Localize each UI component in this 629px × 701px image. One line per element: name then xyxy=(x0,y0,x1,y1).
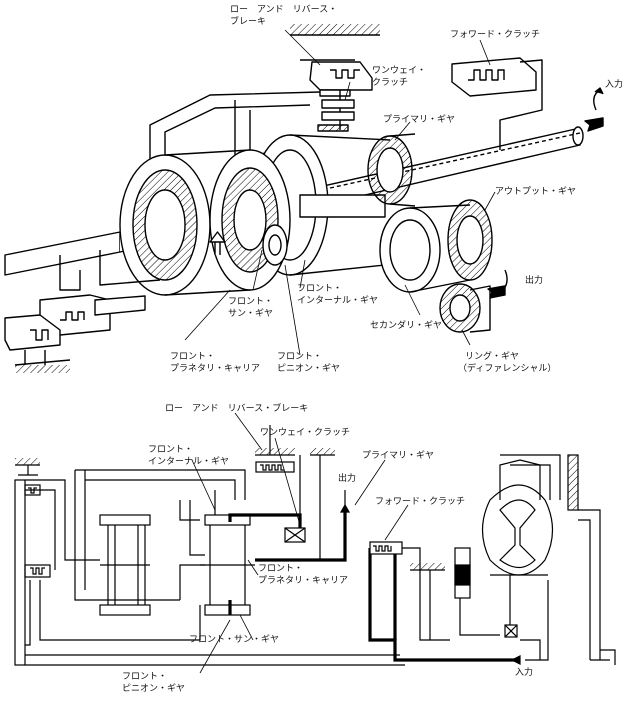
label-primary-gear-top: プライマリ・ギヤ xyxy=(383,115,456,125)
label-input-bottom: 入力 xyxy=(515,668,534,678)
label-primary-gear-bottom: プライマリ・ギヤ xyxy=(362,451,435,461)
left-housing xyxy=(4,250,161,373)
carrier-frame-schematic xyxy=(74,469,246,601)
input-arrow-icon xyxy=(584,87,604,132)
label-front-sun-gear-1: フロント・ xyxy=(228,297,274,307)
output-gear-element xyxy=(447,199,493,281)
cutaway-illustration xyxy=(4,24,604,373)
label-front-planetary-carrier-2-top: プラネタリ・キャリア xyxy=(170,364,261,374)
label-front-pinion-gear-2-top: ピニオン・ギヤ xyxy=(277,364,341,374)
left-planet-assembly xyxy=(99,514,151,616)
label-low-reverse-brake-1: ロー アンド リバース・ xyxy=(230,5,338,15)
label-oneway-clutch-2: クラッチ xyxy=(372,78,409,88)
label-forward-clutch: フォワード・クラッチ xyxy=(450,30,541,40)
ground-symbol-left xyxy=(15,458,40,476)
label-low-reverse-brake-2: ブレーキ xyxy=(230,17,267,27)
forward-clutch-element xyxy=(451,57,543,150)
torque-converter-schematic xyxy=(410,459,554,661)
oneway-clutch-element xyxy=(317,90,355,132)
label-front-planetary-carrier-2-bottom: プラネタリ・キャリア xyxy=(258,576,349,586)
label-front-internal-gear-2: インターナル・ギヤ xyxy=(297,296,379,306)
label-output-gear: アウトプット・ギヤ xyxy=(495,187,577,197)
label-front-planetary-carrier-1-bottom: フロント・ xyxy=(258,564,304,574)
label-ring-gear-1: リング・ギヤ xyxy=(465,352,520,362)
label-front-planetary-carrier-1-top: フロント・ xyxy=(170,352,216,362)
front-sun-gear-element xyxy=(262,224,288,266)
label-front-sun-gear-bottom: フロント・サン・ギヤ xyxy=(189,635,280,645)
ground-top xyxy=(290,24,380,61)
output-arrow-schematic xyxy=(339,490,351,513)
oneway-clutch-schematic xyxy=(255,425,335,560)
label-front-internal-gear-2-bottom: インターナル・ギヤ xyxy=(148,457,230,467)
low-reverse-brake-element xyxy=(309,61,373,97)
label-secondary-gear: セカンダリ・ギヤ xyxy=(370,321,443,331)
ring-gear-element xyxy=(439,283,491,333)
label-front-internal-gear-1-bottom: フロント・ xyxy=(148,445,194,455)
label-front-sun-gear-2: サン・ギヤ xyxy=(228,309,274,319)
forward-clutch-schematic xyxy=(369,541,450,641)
label-front-pinion-gear-1-bottom: フロント・ xyxy=(122,672,168,682)
label-low-reverse-brake-bottom: ロー アンド リバース・ブレーキ xyxy=(165,404,309,414)
input-arrow-schematic xyxy=(510,655,521,665)
leader-lines xyxy=(184,29,496,356)
secondary-gear-element xyxy=(379,204,471,293)
label-input-top: 入力 xyxy=(605,80,624,90)
label-output-bottom: 出力 xyxy=(338,474,357,484)
label-output-top: 出力 xyxy=(525,276,544,286)
primary-gear-element xyxy=(367,133,416,207)
label-front-pinion-gear-1-top: フロント・ xyxy=(277,352,323,362)
front-planetary-set xyxy=(200,490,255,616)
label-forward-clutch-bottom: フォワード・クラッチ xyxy=(375,497,466,507)
output-arrow-icon xyxy=(487,269,508,299)
label-front-internal-gear-1: フロント・ xyxy=(297,284,343,294)
label-oneway-clutch-bottom: ワンウェイ・クラッチ xyxy=(260,428,351,438)
right-housing xyxy=(500,454,616,665)
front-planetary-carrier-wheel xyxy=(119,149,291,296)
label-oneway-clutch-1: ワンウェイ・ xyxy=(372,66,427,76)
label-front-pinion-gear-2-bottom: ピニオン・ギヤ xyxy=(122,684,186,694)
label-ring-gear-2: （ディファレンシャル） xyxy=(458,364,557,374)
